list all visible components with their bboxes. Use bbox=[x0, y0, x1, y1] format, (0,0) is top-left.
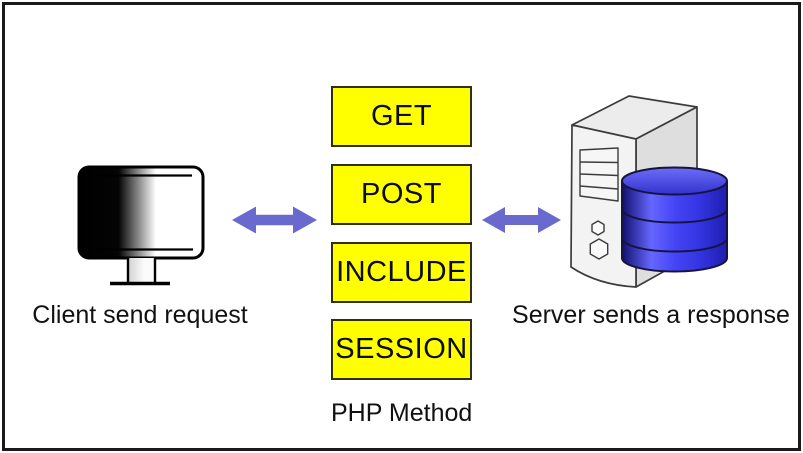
database-icon bbox=[621, 166, 728, 273]
method-box-post: POST bbox=[331, 164, 472, 225]
client-methods-arrow-icon bbox=[232, 206, 317, 234]
methods-caption: PHP Method bbox=[331, 399, 473, 427]
method-box-session: SESSION bbox=[331, 319, 472, 380]
server-caption: Server sends a response bbox=[512, 301, 790, 329]
method-box-get: GET bbox=[331, 86, 472, 147]
methods-server-arrow-icon bbox=[482, 207, 561, 233]
client-caption: Client send request bbox=[32, 301, 248, 329]
monitor-icon bbox=[77, 165, 205, 286]
method-box-include: INCLUDE bbox=[331, 242, 472, 303]
